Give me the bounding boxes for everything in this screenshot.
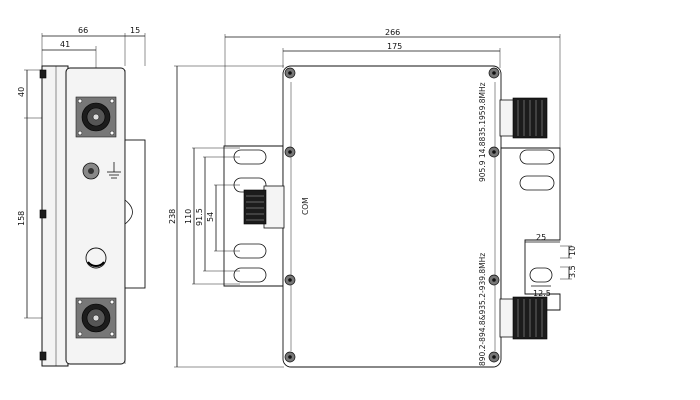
dim-flange-depth: 15 [130,26,140,35]
housing-foot [39,69,47,79]
mount-slot [233,267,267,283]
filter-body [282,65,502,368]
mount-slot [529,267,553,283]
dim-tab-width: 25 [536,233,546,242]
dim-connector-spacing: 158 [17,211,26,226]
dim-overall-height: 238 [168,209,177,224]
upper-band-label: 905.9 14.8835.1959.8MHz [478,82,487,182]
ground-terminal-icon [82,162,121,180]
corner-screw-icon [284,67,500,363]
dim-slot-span: 54 [206,212,215,222]
lower-band-label: 890.2-894.8&935.2-939.8MHz [478,253,487,366]
side-view: 66 15 41 40 158 [17,26,146,367]
right-mounting-flange [500,147,561,311]
housing-foot [39,209,47,219]
com-port-label: COM [301,197,310,215]
dim-top-to-connector: 40 [17,87,26,97]
front-view: 266 175 238 110 91.5 54 [168,28,577,368]
dim-com-span: 110 [184,209,193,224]
housing-side-wall [41,65,69,367]
top-connector-icon [75,96,117,138]
dim-overall-width: 266 [385,28,400,37]
dim-mount-span: 91.5 [195,208,204,226]
screw-hole-icon [85,247,107,269]
dim-overall-width: 66 [78,26,88,35]
lower-connector-icon [499,296,548,340]
mounting-flange [124,139,146,289]
com-connector-icon [243,185,285,229]
dim-tab-offset: 3.5 [568,265,577,278]
dim-tab-hole: 12.5 [533,289,551,298]
dim-connector-offset: 41 [60,40,70,49]
housing-foot [39,351,47,361]
mount-slot [519,175,555,191]
upper-connector-icon [499,97,548,139]
mount-slot [519,149,555,165]
flange-notch [124,199,133,225]
bottom-connector-icon [75,297,117,339]
body-inner-edge [290,82,496,351]
dim-tab-height: 10 [568,246,577,256]
dim-inner-width: 175 [387,42,402,51]
